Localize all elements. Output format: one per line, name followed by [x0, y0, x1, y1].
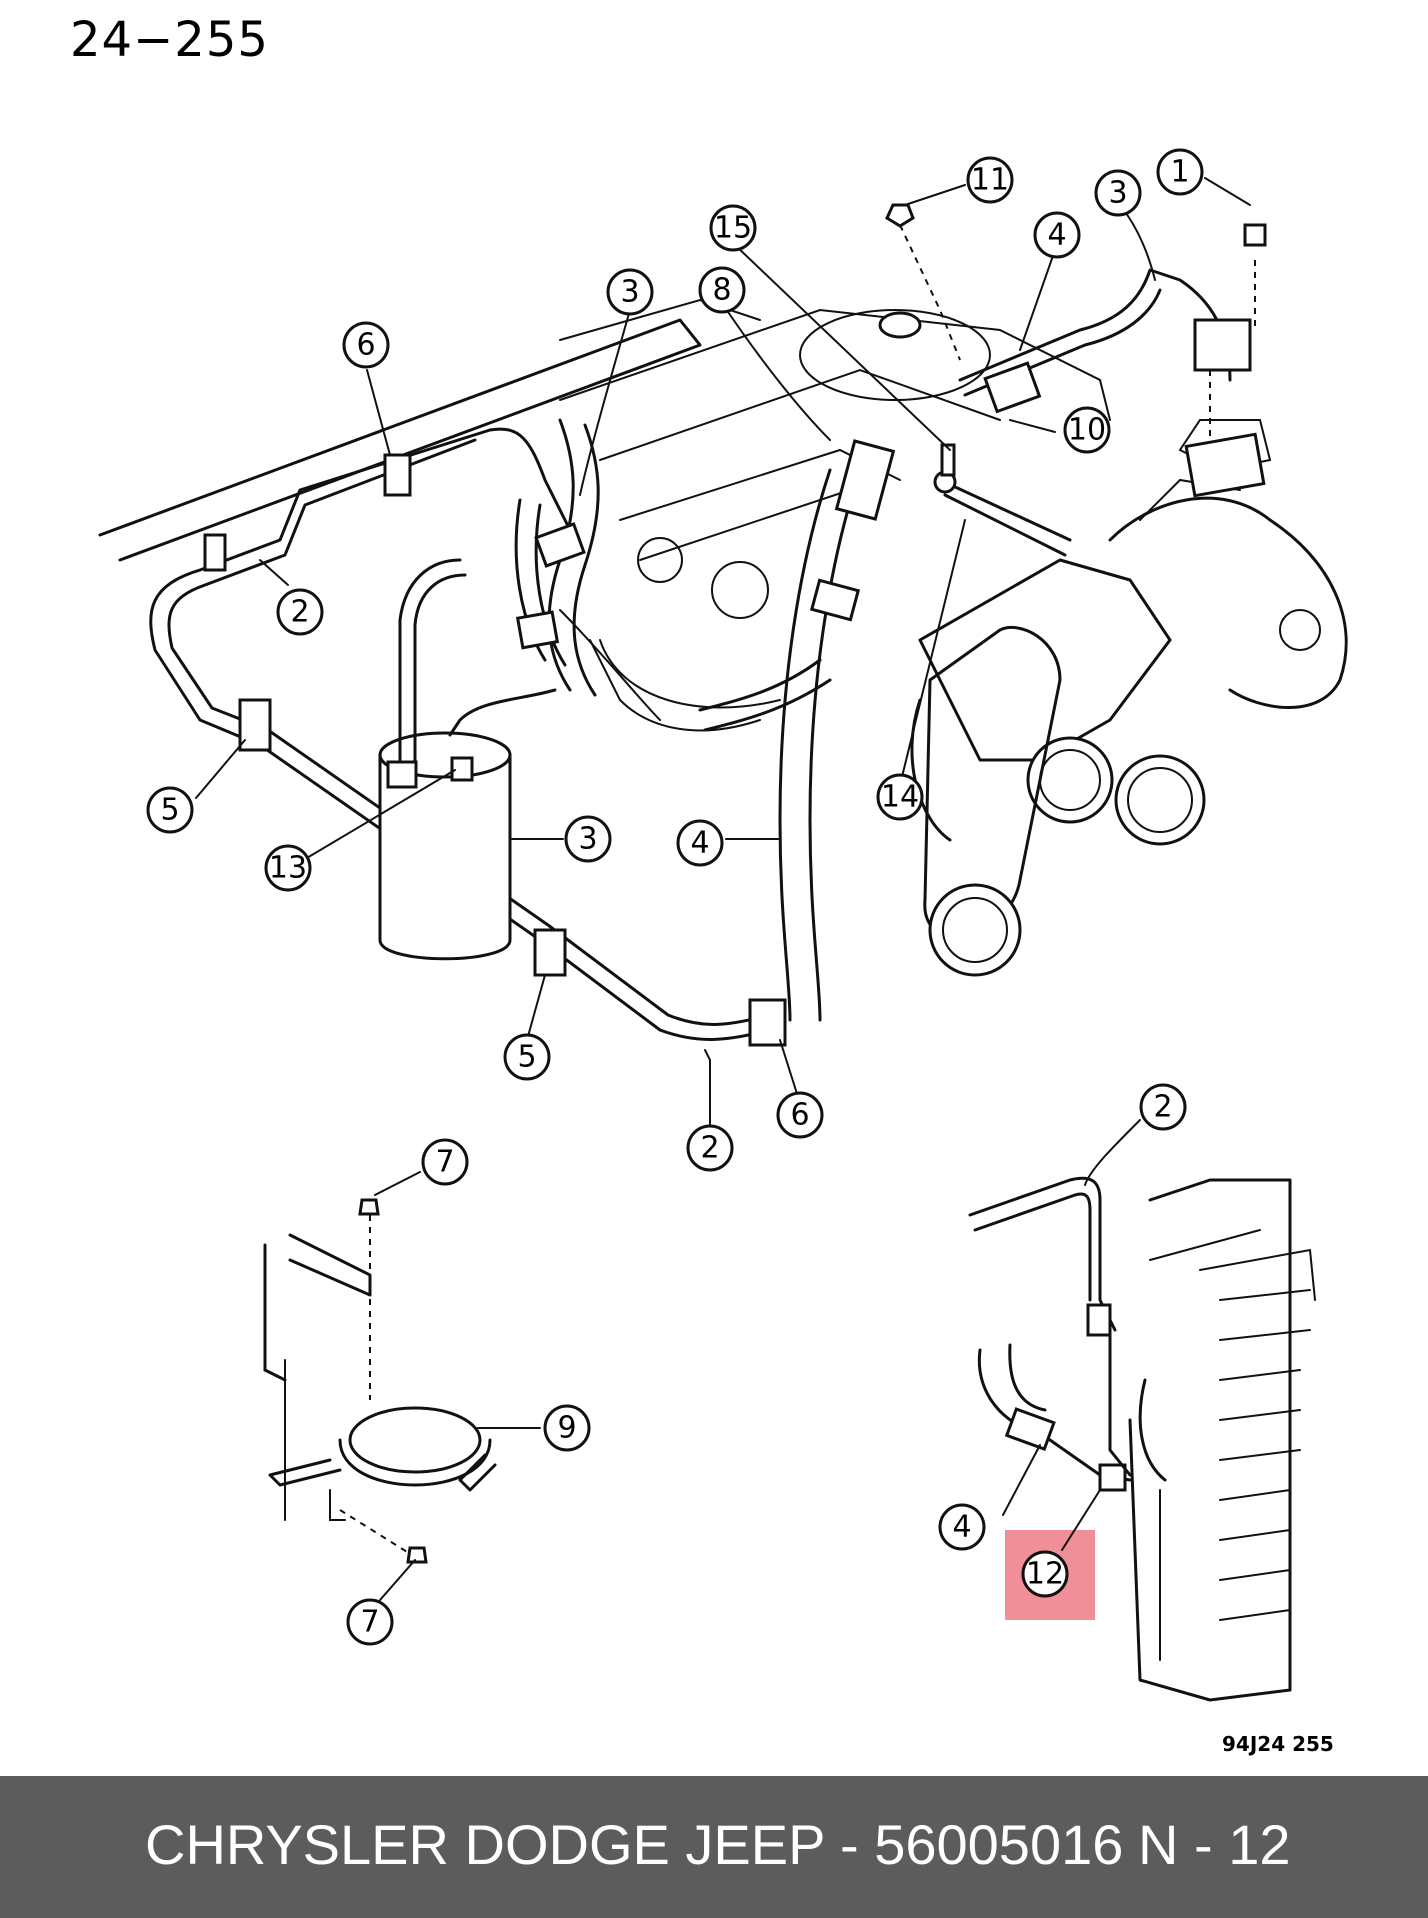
- frame-rail: [98, 298, 761, 562]
- callout-13: 13: [264, 844, 312, 892]
- page-label: 24−255: [70, 12, 269, 68]
- leader-lines: [195, 177, 1251, 1601]
- callout-5-left: 5: [146, 786, 194, 834]
- callout-14: 14: [876, 773, 924, 821]
- drier-bracket-9: [263, 1198, 497, 1564]
- callout-6-top: 6: [342, 321, 390, 369]
- svg-text:5: 5: [160, 793, 179, 828]
- svg-text:15: 15: [714, 211, 752, 246]
- callout-4-condenser: 4: [938, 1503, 986, 1551]
- svg-text:9: 9: [557, 1411, 576, 1446]
- callout-8: 8: [698, 266, 746, 314]
- svg-text:10: 10: [1068, 413, 1106, 448]
- svg-text:2: 2: [700, 1131, 719, 1166]
- callout-11: 11: [966, 156, 1014, 204]
- line-clips: [238, 453, 787, 1047]
- bracket-14: [933, 443, 1072, 557]
- svg-text:4: 4: [952, 1510, 971, 1545]
- svg-text:3: 3: [620, 275, 639, 310]
- callout-9: 9: [543, 1404, 591, 1452]
- callout-12: 12: [1021, 1550, 1069, 1598]
- svg-text:1: 1: [1170, 155, 1189, 190]
- callout-3-drier: 3: [564, 815, 612, 863]
- callout-5-bottom: 5: [503, 1033, 551, 1081]
- callout-3-middle: 3: [606, 268, 654, 316]
- svg-text:8: 8: [712, 273, 731, 308]
- svg-text:14: 14: [881, 780, 919, 815]
- hose-assembly-3: [514, 418, 600, 697]
- callout-6-bottom: 6: [776, 1091, 824, 1139]
- svg-text:2: 2: [290, 595, 309, 630]
- diagram-svg: 1 3 4 11 10 15 8 3 6 2 5 13 3 4 14 5 2 6…: [98, 148, 1348, 1702]
- callout-3-top: 3: [1094, 169, 1142, 217]
- svg-text:5: 5: [517, 1040, 536, 1075]
- footer-bar: CHRYSLER DODGE JEEP - 56005016 N - 12: [0, 1776, 1428, 1918]
- callout-2-left: 2: [276, 588, 324, 636]
- callout-4-middle: 4: [676, 819, 724, 867]
- callout-2-condenser: 2: [1139, 1083, 1187, 1131]
- callout-7-bottom: 7: [346, 1598, 394, 1646]
- svg-text:13: 13: [269, 851, 307, 886]
- callout-15: 15: [709, 204, 757, 252]
- liquid-line-2: [149, 427, 772, 1041]
- figure-code: 94J24 255: [1222, 1732, 1334, 1756]
- svg-text:4: 4: [1047, 218, 1066, 253]
- svg-text:4: 4: [690, 826, 709, 861]
- svg-text:3: 3: [578, 822, 597, 857]
- condenser-detail: [968, 1176, 1316, 1702]
- svg-text:2: 2: [1153, 1090, 1172, 1125]
- callout-7-top: 7: [421, 1138, 469, 1186]
- footer-diagram-code: N - 12: [1138, 1813, 1291, 1876]
- receiver-drier: [378, 558, 557, 961]
- footer-brand-part-number: CHRYSLER DODGE JEEP - 56005016: [145, 1813, 1124, 1876]
- callout-2-bottom: 2: [686, 1124, 734, 1172]
- callout-10: 10: [1063, 406, 1111, 454]
- callout-4-top: 4: [1033, 211, 1081, 259]
- svg-text:11: 11: [971, 163, 1009, 198]
- suction-line-4: [698, 439, 896, 1022]
- svg-text:3: 3: [1108, 176, 1127, 211]
- svg-text:6: 6: [790, 1098, 809, 1133]
- svg-text:7: 7: [435, 1145, 454, 1180]
- svg-text:7: 7: [360, 1605, 379, 1640]
- discharge-line-3: [885, 203, 1267, 498]
- compressor-and-belt: [910, 419, 1348, 977]
- svg-text:6: 6: [356, 328, 375, 363]
- ac-plumbing-exploded-diagram: 1 3 4 11 10 15 8 3 6 2 5 13 3 4 14 5 2 6…: [98, 148, 1348, 1702]
- callout-1: 1: [1156, 148, 1204, 196]
- svg-text:12: 12: [1026, 1557, 1064, 1592]
